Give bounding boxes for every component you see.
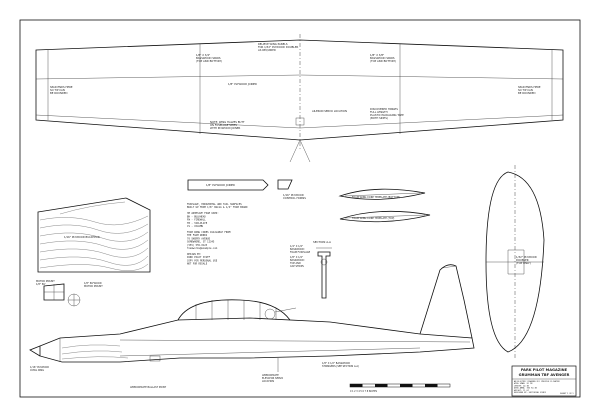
wing-note-servo: AILERON SERVO LOCATION xyxy=(312,109,347,113)
motor-mount-detail xyxy=(43,283,81,307)
scale-bar xyxy=(349,383,451,388)
bulkhead-label: 1/16" PLYWOOD BULKHEAD xyxy=(64,235,100,239)
title-details: AN ELECTRIC POWERED R/C PROFILE FLIGHTER… xyxy=(514,380,561,394)
joiner-label: 1/8" PLYWOOD JOINER xyxy=(206,183,235,187)
title-block xyxy=(511,365,577,397)
section-a-a xyxy=(316,247,332,299)
wing-core-template-bottom xyxy=(338,188,426,200)
section-title: SECTION A-A xyxy=(313,240,331,244)
wing-note-spars-right: 1/8" X 3/8"BASSWOOD SPARS(TOP AND BOTTOM… xyxy=(370,53,396,63)
wing-core-template-top xyxy=(339,210,431,223)
construction-specs: FUSELAGE, HORIZONTAL AND TAIL SURFACES B… xyxy=(187,203,249,266)
ballast-label: APPROXIMATE BALLAST POINT xyxy=(130,386,167,389)
wing-note-joiner: 1/8" PLYWOOD JOINER xyxy=(228,82,257,86)
wing-note-spars-left: 1/8" X 3/4"BASSWOOD SPARS(TOP AND BOTTOM… xyxy=(196,53,222,63)
template-bottom-label: FOAM WING CORE TEMPLATE (BOTTOM) xyxy=(352,196,400,199)
template-top-label: FOAM WING CORE TEMPLATE (TOP) xyxy=(352,217,394,220)
fuselage-side-view xyxy=(29,264,475,372)
scale-bar-label: 0 1 2 3 4 5 6 7 8 INCHES xyxy=(350,390,378,393)
fuselage-side-sheet xyxy=(37,197,151,273)
control-horn-part xyxy=(277,179,293,190)
sheet-number: SHEET 1 OF 1 xyxy=(560,393,574,395)
stabilizer-plan-view xyxy=(485,165,545,360)
wing-plan-view xyxy=(35,34,564,163)
title-line1: PARK PILOT MAGAZINE xyxy=(521,368,568,372)
plywood-joiner-part xyxy=(187,179,269,191)
title-line2: GRUMMAN TBF AVENGER xyxy=(519,373,570,377)
